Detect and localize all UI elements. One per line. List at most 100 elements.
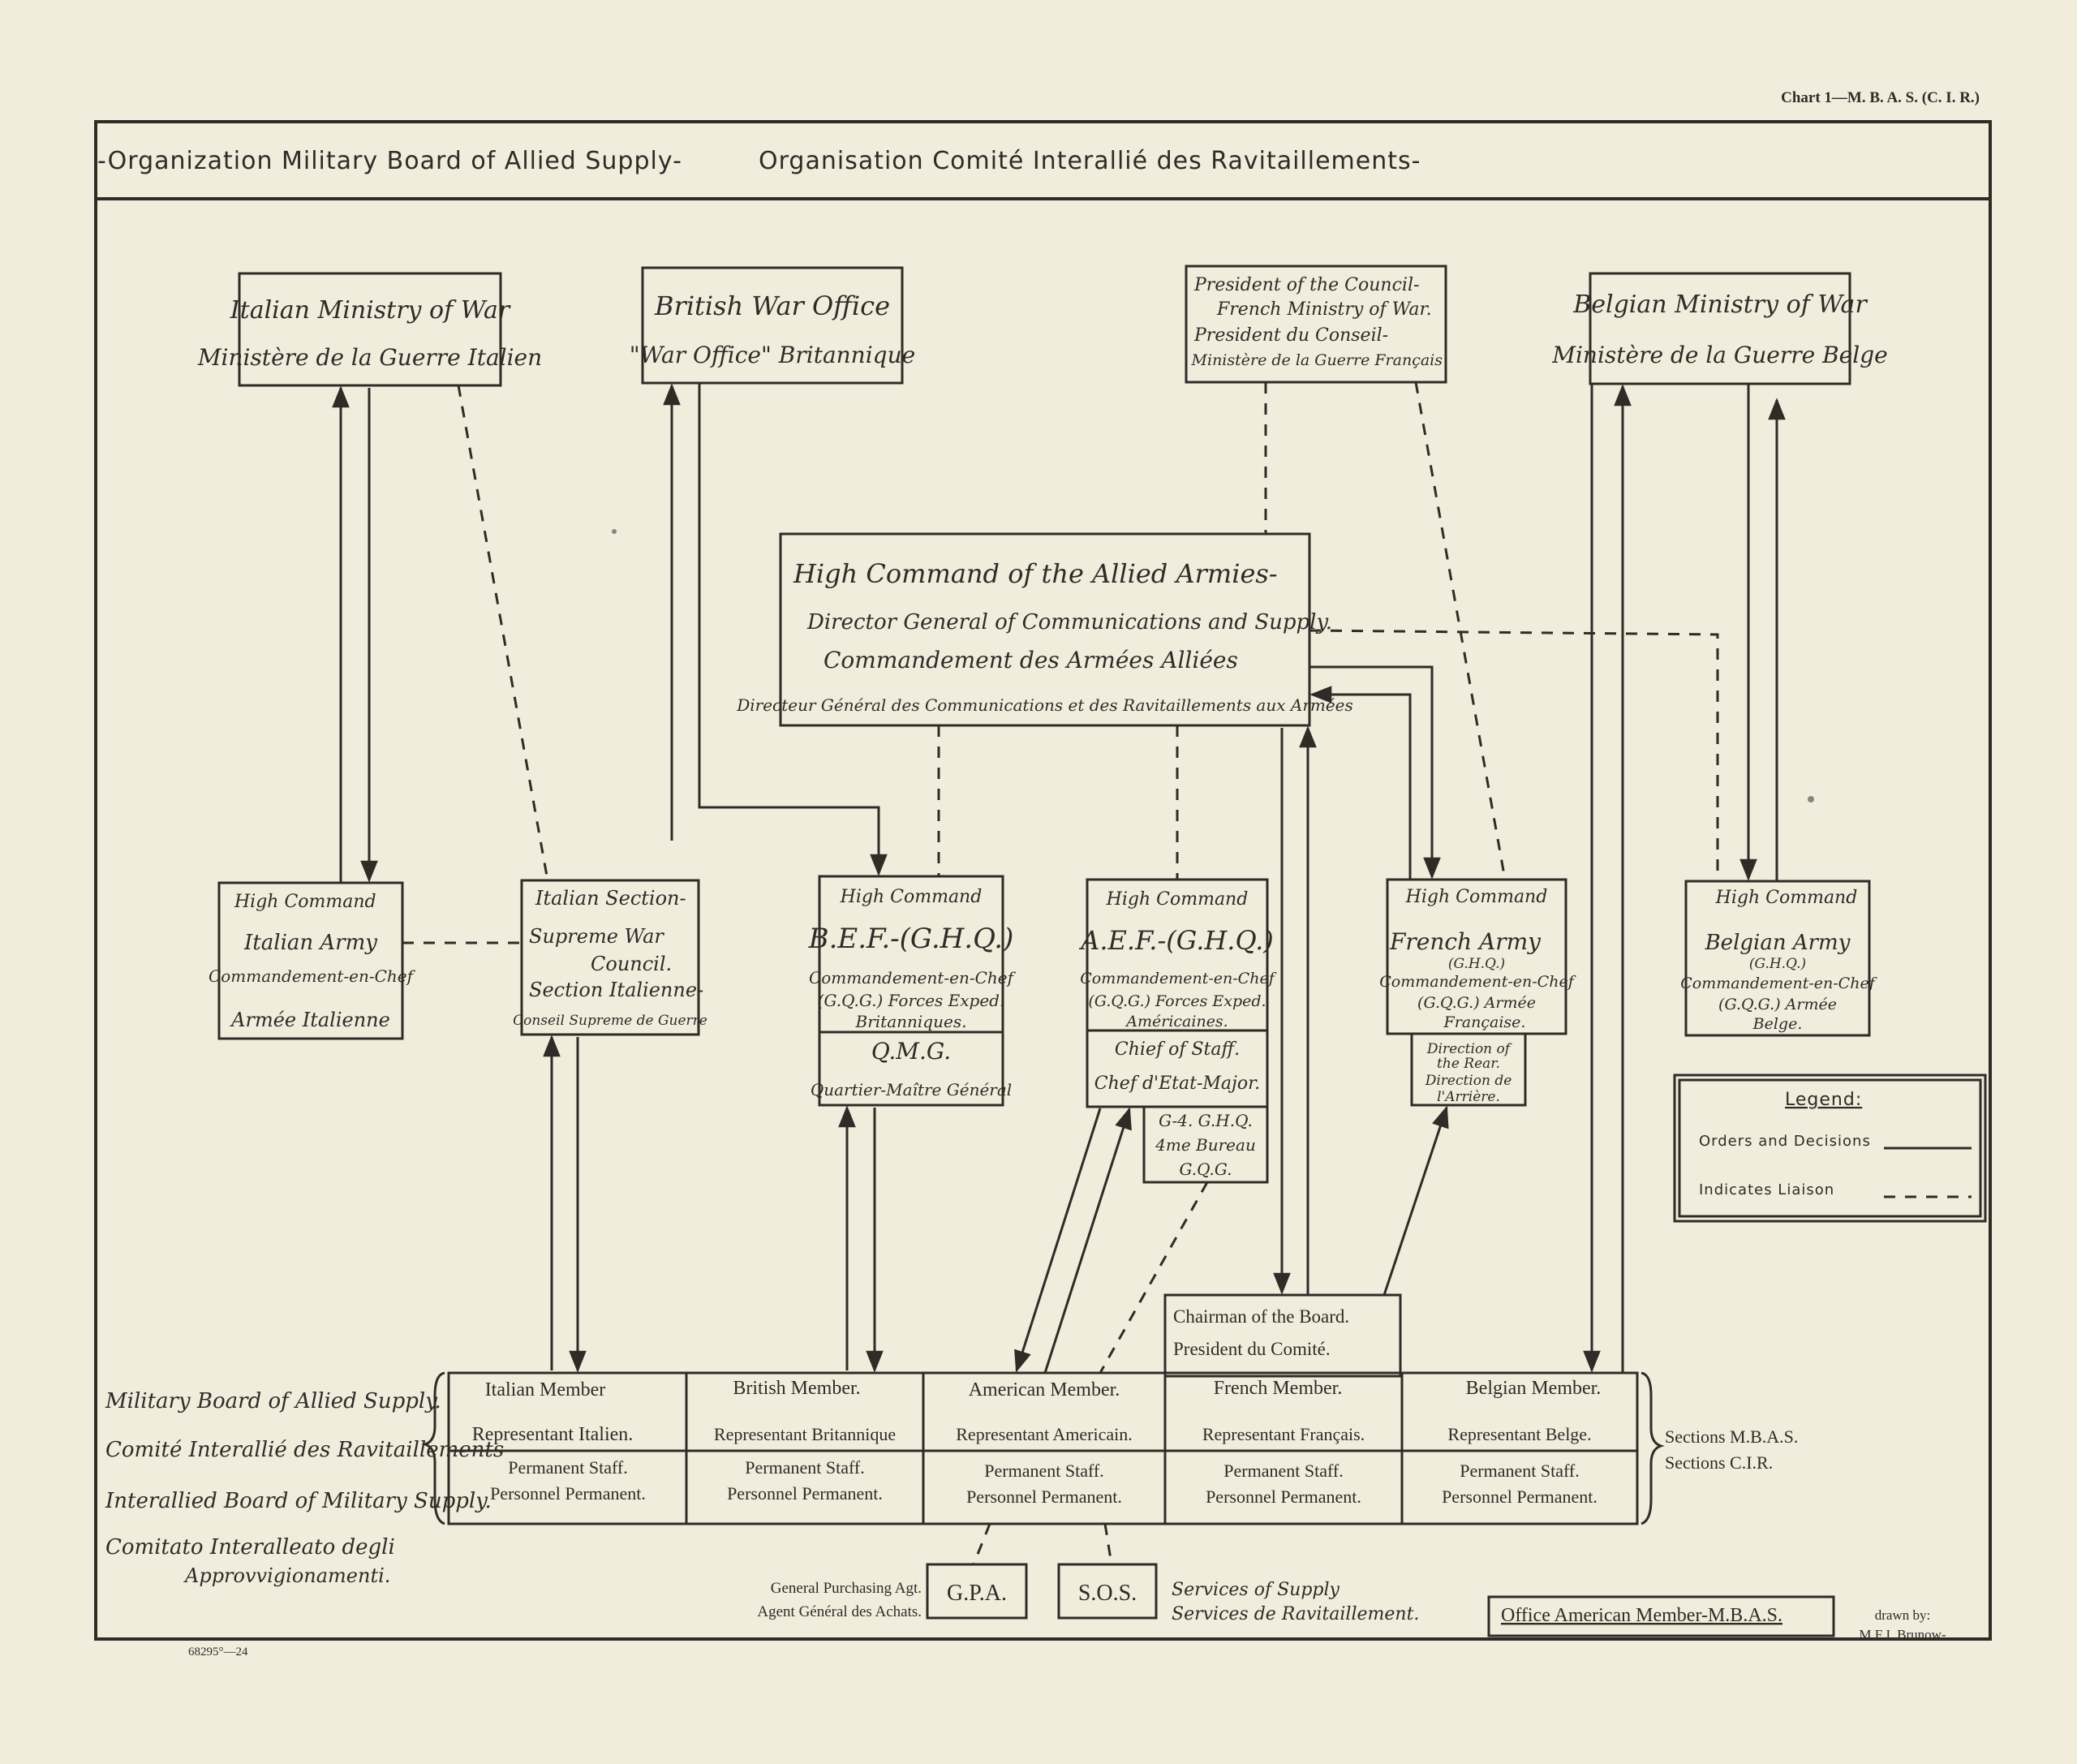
board-member-italian: Italian Member Representant Italien. Per… — [472, 1379, 646, 1504]
member-staff: Permanent Staff. — [745, 1457, 864, 1478]
french-army-line5: (G.Q.G.) Armée — [1417, 994, 1536, 1012]
belgian-ministry-box: Belgian Ministry of War Ministère de la … — [1551, 272, 1888, 385]
high-command-allied-line3: Commandement des Armées Alliées — [823, 647, 1238, 673]
board-left-brace — [421, 1371, 445, 1525]
british-war-office-line1: British War Office — [654, 290, 890, 321]
g4-box — [1142, 1105, 1269, 1184]
outer-frame — [94, 120, 1992, 1641]
title-english: -Organization Military Board of Allied S… — [97, 147, 682, 175]
french-army-line4: Commandement-en-Chef — [1379, 973, 1576, 991]
bef-qmg-line1: Q.M.G. — [871, 1038, 951, 1065]
aef-staff-line2: Chef d'Etat-Major. — [1094, 1073, 1260, 1094]
legend-title: Legend: — [1785, 1090, 1862, 1110]
belgian-army-box: High Command Belgian Army (G.H.Q.) Comma… — [1680, 880, 1877, 1037]
member-staff: Permanent Staff. — [984, 1461, 1103, 1481]
member-name: American Member. — [969, 1379, 1120, 1400]
chairman-line2: President du Comité. — [1173, 1339, 1331, 1359]
belgian-army-line6: Belge. — [1752, 1015, 1803, 1033]
connector-american-member-to-aef — [1043, 1107, 1132, 1374]
connector-high-command-to-french-army — [1309, 665, 1441, 880]
high-command-allied-line2: Director General of Communications and S… — [806, 610, 1332, 635]
french-ministry-line3: President du Conseil- — [1193, 325, 1388, 346]
bef-line1: High Command — [840, 887, 983, 907]
sections-label: Sections M.B.A.S. Sections C.I.R. — [1641, 1371, 1798, 1525]
italian-section-line4: Section Italienne- — [529, 979, 703, 1001]
member-rep: Representant Français. — [1202, 1424, 1365, 1444]
british-war-office-box: British War Office "War Office" Britanni… — [630, 266, 915, 385]
board-member-french: French Member. Representant Français. Pe… — [1202, 1378, 1365, 1507]
french-ministry-line2: French Ministry of War. — [1216, 299, 1432, 320]
aef-line5: Américaines. — [1125, 1013, 1228, 1030]
belgian-army-line3: (G.H.Q.) — [1749, 956, 1806, 972]
aef-line1: High Command — [1106, 889, 1249, 910]
aef-staff-line1: Chief of Staff. — [1115, 1039, 1240, 1060]
member-personnel: Personnel Permanent. — [1442, 1486, 1598, 1507]
member-name: French Member. — [1214, 1378, 1343, 1399]
board-member-british: British Member. Representant Britannique… — [714, 1378, 896, 1504]
aef-line2: A.E.F.-(G.H.Q.) — [1078, 925, 1273, 956]
liaison-american-member-to-sos — [1103, 1523, 1113, 1565]
drawn-by-name: M.F.J. Brunow- — [1859, 1627, 1946, 1642]
liaison-g4-to-american-member — [1099, 1181, 1209, 1374]
italian-ministry-line1: Italian Ministry of War — [230, 296, 511, 325]
sos-label-line1: Services of Supply — [1172, 1580, 1340, 1600]
connector-french-army-to-high-command — [1309, 686, 1412, 880]
aef-command-box: High Command A.E.F.-(G.H.Q.) Commandemen… — [1078, 878, 1277, 1184]
rear-line4: l'Arrière. — [1437, 1089, 1500, 1105]
aef-g4-line1: G-4. G.H.Q. — [1159, 1111, 1253, 1130]
bef-line2: B.E.F.-(G.H.Q.) — [808, 923, 1014, 955]
aef-line4: (G.Q.G.) Forces Exped. — [1088, 992, 1266, 1010]
sos-text: S.O.S. — [1078, 1581, 1137, 1606]
italian-section-line1: Italian Section- — [535, 887, 686, 910]
member-rep: Representant Americain. — [956, 1424, 1132, 1444]
board-name-interallied: Interallied Board of Military Supply. — [105, 1489, 492, 1513]
member-rep: Representant Belge. — [1447, 1424, 1591, 1444]
member-personnel: Personnel Permanent. — [727, 1483, 883, 1504]
paper-speck — [612, 529, 617, 534]
member-personnel: Personnel Permanent. — [1206, 1486, 1361, 1507]
board-table: Italian Member Representant Italien. Per… — [447, 1371, 1639, 1525]
french-army-line6: Française. — [1443, 1013, 1526, 1031]
chairman-line1: Chairman of the Board. — [1173, 1306, 1349, 1327]
sections-cir: Sections C.I.R. — [1665, 1452, 1773, 1473]
liaison-italian-ministry-to-section — [457, 385, 549, 881]
rear-line1: Direction of — [1426, 1041, 1512, 1057]
legend-liaison-label: Indicates Liaison — [1699, 1181, 1834, 1198]
liaison-connectors — [402, 381, 1719, 1565]
member-staff: Permanent Staff. — [1460, 1461, 1579, 1481]
board-name-english: Military Board of Allied Supply. — [105, 1389, 441, 1413]
french-army-line3: (G.H.Q.) — [1448, 956, 1505, 972]
belgian-army-line5: (G.Q.G.) Armée — [1718, 996, 1837, 1013]
french-ministry-line4: Ministère de la Guerre Français — [1191, 351, 1443, 369]
italian-army-line3: Commandement-en-Chef — [209, 966, 416, 986]
italian-section-line2: Supreme War — [529, 925, 664, 948]
italian-ministry-box: Italian Ministry of War Ministère de la … — [197, 272, 542, 387]
board-name-italian-line1: Comitato Interalleato degli — [105, 1535, 395, 1560]
board-member-belgian: Belgian Member. Representant Belge. Perm… — [1442, 1378, 1601, 1507]
office-box — [1487, 1595, 1835, 1637]
liaison-high-command-to-belgian-army — [1309, 629, 1719, 881]
french-ministry-box: President of the Council- French Ministr… — [1185, 265, 1447, 384]
direction-rear-box — [1410, 1032, 1527, 1107]
office-text: Office American Member-M.B.A.S. — [1501, 1605, 1782, 1626]
high-command-allied-line1: High Command of the Allied Armies- — [793, 558, 1278, 589]
board-member-american: American Member. Representant Americain.… — [956, 1379, 1132, 1507]
member-name: Italian Member — [485, 1379, 606, 1400]
order-connectors — [332, 383, 1786, 1374]
belgian-army-line1: High Command — [1715, 888, 1858, 908]
gpa-text: G.P.A. — [947, 1581, 1007, 1606]
italian-army-line2: Italian Army — [243, 931, 377, 955]
member-staff: Permanent Staff. — [508, 1457, 627, 1478]
rear-line3: Direction de — [1425, 1073, 1512, 1089]
bef-command-box: High Command B.E.F.-(G.H.Q.) Commandemen… — [808, 875, 1017, 1107]
board-right-brace — [1641, 1371, 1665, 1525]
italian-ministry-line2: Ministère de la Guerre Italien — [197, 344, 542, 371]
rear-line2: the Rear. — [1437, 1056, 1500, 1072]
high-command-allied-box: High Command of the Allied Armies- Direc… — [736, 532, 1353, 727]
drawn-by-label: drawn by: — [1875, 1607, 1930, 1623]
italian-army-line1: High Command — [234, 892, 376, 912]
connector-aef-to-american-member — [1014, 1108, 1102, 1373]
french-army-line2: French Army — [1389, 928, 1542, 955]
bef-line3: Commandement-en-Chef — [809, 968, 1017, 987]
